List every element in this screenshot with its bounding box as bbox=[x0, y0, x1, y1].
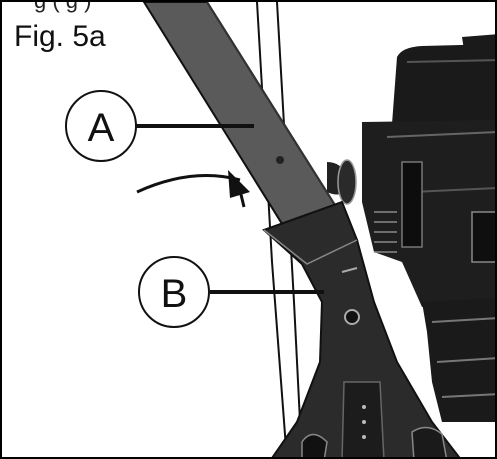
callout-b-letter: B bbox=[161, 272, 188, 316]
rotation-arrow bbox=[136, 170, 250, 208]
figure-label: Fig. 5a bbox=[14, 20, 106, 53]
callout-b: B bbox=[138, 256, 210, 328]
engine-body bbox=[327, 34, 495, 422]
lower-bracket bbox=[262, 200, 461, 457]
callout-a-letter: A bbox=[88, 106, 115, 150]
handle-bolt-hole-upper bbox=[276, 156, 284, 164]
figure-top-caption-cut: g ( g ) bbox=[34, 0, 92, 13]
callout-a: A bbox=[65, 90, 137, 162]
bracket-bolt bbox=[344, 309, 360, 325]
